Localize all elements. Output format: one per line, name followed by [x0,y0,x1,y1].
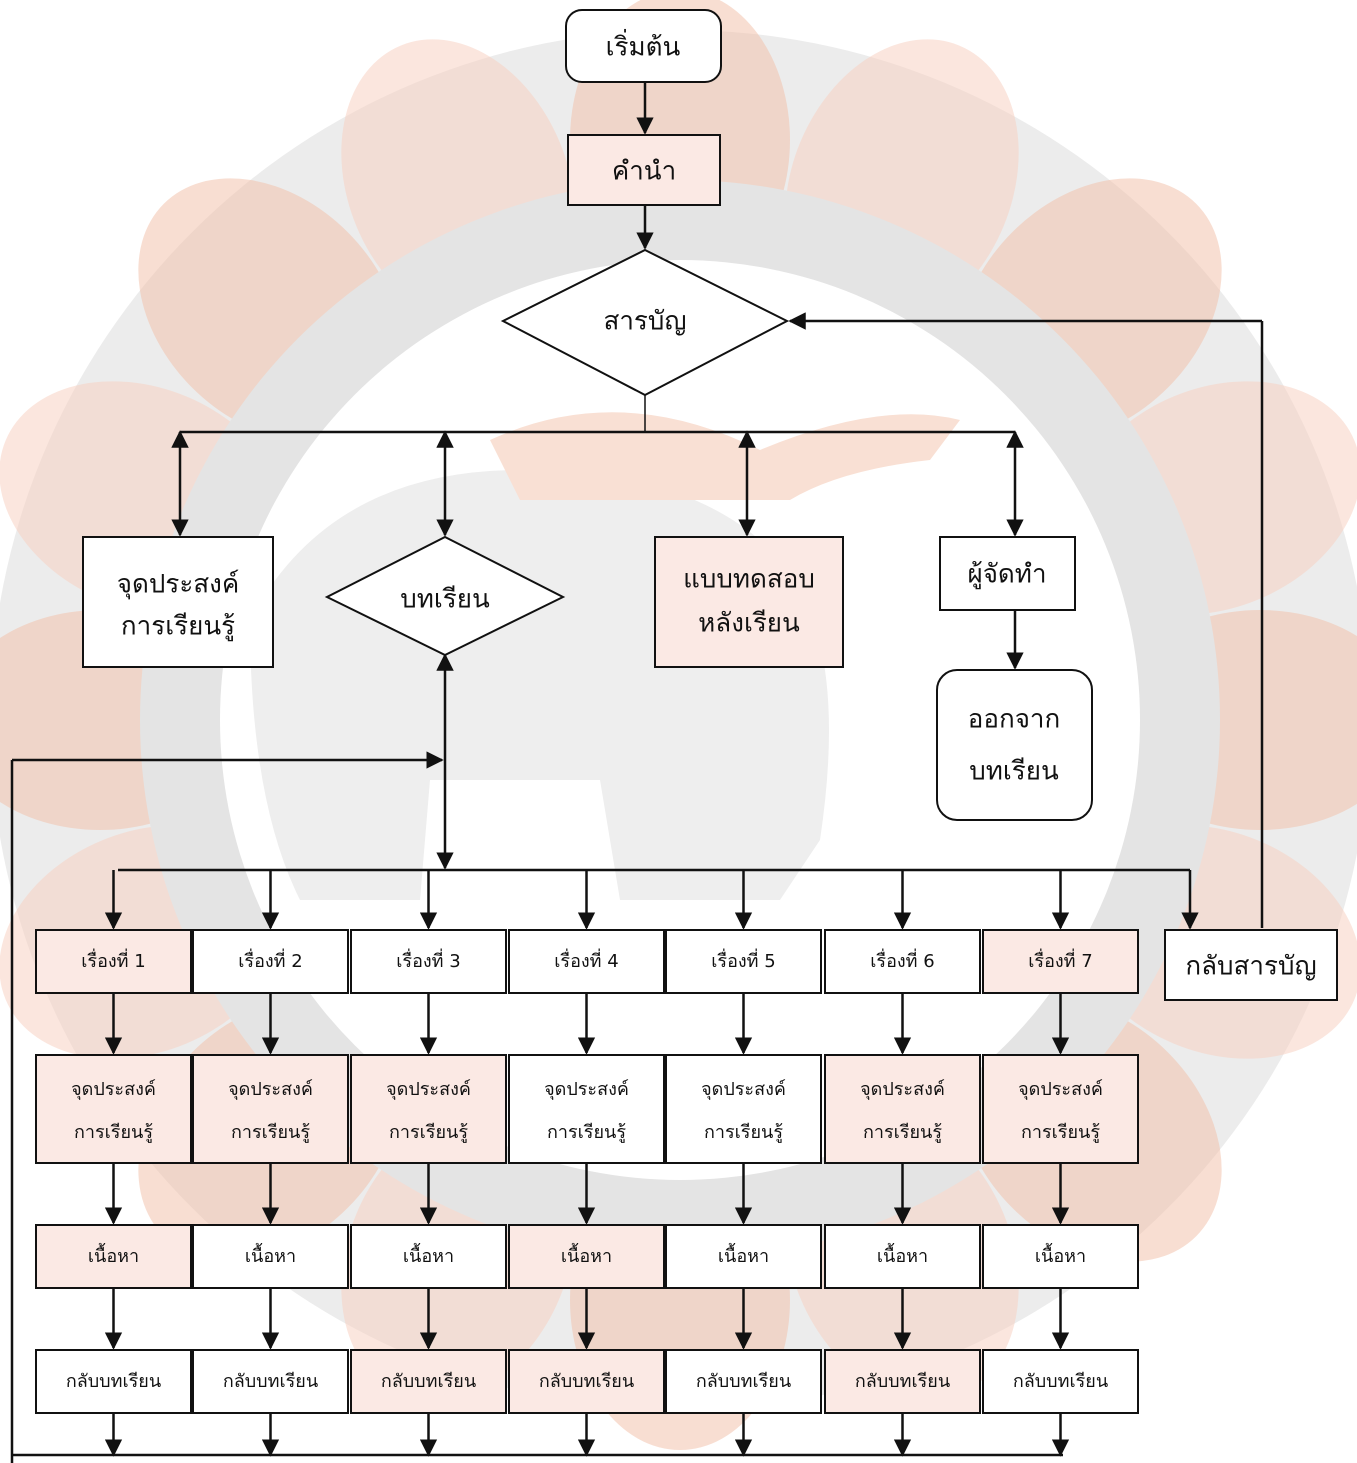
topic-4-label: เรื่องที่ 4 [554,948,618,972]
topic-2-objectives-line-2: การเรียนรู้ [231,1122,310,1143]
exit-node[interactable]: ออกจาก บทเรียน [936,669,1093,821]
topic-6-content-label: เนื้อหา [877,1243,928,1267]
topic-5-objectives-line-2: การเรียนรู้ [704,1122,783,1143]
lesson-decision[interactable]: บทเรียน [324,535,566,657]
topic-7-content-node[interactable] [982,1224,1139,1289]
topic-6-back-to-lesson-node[interactable] [824,1349,981,1414]
topic-1-label: เรื่องที่ 1 [81,948,145,972]
topic-5-content-node[interactable] [665,1224,822,1289]
topic-1-objectives-line-1: จุดประสงค์ [71,1079,156,1100]
topic-7-node[interactable] [982,929,1139,994]
topic-3-node[interactable] [350,929,507,994]
intro-node[interactable]: คำนำ [567,134,721,206]
topic-6-objectives-line-2: การเรียนรู้ [863,1122,942,1143]
topic-column-7: เรื่องที่ 7 จุดประสงค์การเรียนรู้เนื้อหาก… [982,929,1139,1414]
flowchart-connectors [10,82,1264,1463]
topic-column-6: เรื่องที่ 6 จุดประสงค์การเรียนรู้เนื้อหาก… [824,929,981,1414]
topic-6-label: เรื่องที่ 6 [870,948,934,972]
topic-7-back-to-lesson-label: กลับบทเรียน [1013,1371,1108,1392]
topic-column-3: เรื่องที่ 3 จุดประสงค์การเรียนรู้เนื้อหาก… [350,929,507,1414]
topic-3-objectives-node[interactable] [350,1054,507,1164]
topic-7-label: เรื่องที่ 7 [1028,948,1092,972]
topic-5-label: เรื่องที่ 5 [711,948,775,972]
posttest-line-2: หลังเรียน [698,609,800,639]
topic-4-content-label: เนื้อหา [561,1243,612,1267]
author-label: ผู้จัดทำ [967,560,1046,590]
objectives-line-2: การเรียนรู้ [121,612,235,642]
topic-6-back-to-lesson-label: กลับบทเรียน [855,1371,950,1392]
topic-5-objectives-node[interactable] [665,1054,822,1164]
toc-label: สารบัญ [603,307,686,337]
exit-line-2: บทเรียน [969,757,1059,787]
posttest-node[interactable]: แบบทดสอบ หลังเรียน [654,536,844,668]
topic-4-back-to-lesson-node[interactable] [508,1349,665,1414]
topic-4-back-to-lesson-label: กลับบทเรียน [539,1371,634,1392]
topic-1-node[interactable] [35,929,192,994]
posttest-line-1: แบบทดสอบ [683,565,815,595]
topic-2-objectives-node[interactable] [192,1054,349,1164]
objectives-node[interactable]: จุดประสงค์ การเรียนรู้ [82,536,274,668]
back-to-toc-node[interactable]: กลับสารบัญ [1164,929,1338,1001]
toc-decision[interactable]: สารบัญ [500,248,790,397]
topic-2-content-label: เนื้อหา [245,1243,296,1267]
topic-7-objectives-node[interactable] [982,1054,1139,1164]
topic-5-content-label: เนื้อหา [718,1243,769,1267]
topic-4-node[interactable] [508,929,665,994]
start-label: เริ่มต้น [606,29,681,63]
topic-4-objectives-line-1: จุดประสงค์ [544,1079,629,1100]
topic-2-back-to-lesson-label: กลับบทเรียน [223,1371,318,1392]
topic-6-content-node[interactable] [824,1224,981,1289]
topic-3-label: เรื่องที่ 3 [396,948,460,972]
topic-1-content-label: เนื้อหา [88,1243,139,1267]
topic-1-objectives-node[interactable] [35,1054,192,1164]
topic-column-2: เรื่องที่ 2 จุดประสงค์การเรียนรู้เนื้อหาก… [192,929,349,1414]
topic-6-objectives-node[interactable] [824,1054,981,1164]
topic-2-content-node[interactable] [192,1224,349,1289]
topic-3-content-label: เนื้อหา [403,1243,454,1267]
topic-1-back-to-lesson-node[interactable] [35,1349,192,1414]
topic-2-label: เรื่องที่ 2 [238,948,302,972]
topic-3-back-to-lesson-node[interactable] [350,1349,507,1414]
topic-6-node[interactable] [824,929,981,994]
topic-1-objectives-line-2: การเรียนรู้ [74,1122,153,1143]
topic-4-objectives-line-2: การเรียนรู้ [547,1122,626,1143]
topic-5-objectives-line-1: จุดประสงค์ [701,1079,786,1100]
topic-1-content-node[interactable] [35,1224,192,1289]
objectives-line-1: จุดประสงค์ [117,570,240,600]
topic-3-objectives-line-2: การเรียนรู้ [389,1122,468,1143]
topic-columns: เรื่องที่ 1จุดประสงค์การเรียนรู้เนื้อหาก… [35,929,1139,1414]
topic-5-node[interactable] [665,929,822,994]
topic-6-objectives-line-1: จุดประสงค์ [860,1079,945,1100]
topic-5-back-to-lesson-node[interactable] [665,1349,822,1414]
topic-7-objectives-line-1: จุดประสงค์ [1018,1079,1103,1100]
topic-4-content-node[interactable] [508,1224,665,1289]
topic-column-4: เรื่องที่ 4 จุดประสงค์การเรียนรู้เนื้อหาก… [508,929,665,1414]
topic-5-back-to-lesson-label: กลับบทเรียน [696,1371,791,1392]
exit-line-1: ออกจาก [968,705,1061,735]
topic-4-objectives-node[interactable] [508,1054,665,1164]
topic-column-1: เรื่องที่ 1 จุดประสงค์การเรียนรู้เนื้อหาก… [35,929,192,1414]
topic-2-node[interactable] [192,929,349,994]
author-node[interactable]: ผู้จัดทำ [939,536,1076,611]
topic-3-back-to-lesson-label: กลับบทเรียน [381,1371,476,1392]
topic-7-content-label: เนื้อหา [1035,1243,1086,1267]
topic-3-objectives-line-1: จุดประสงค์ [386,1079,471,1100]
topic-2-objectives-line-1: จุดประสงค์ [228,1079,313,1100]
topic-7-objectives-line-2: การเรียนรู้ [1021,1122,1100,1143]
back-to-toc-label: กลับสารบัญ [1185,952,1316,982]
topic-column-5: เรื่องที่ 5 จุดประสงค์การเรียนรู้เนื้อหาก… [665,929,822,1414]
start-node[interactable]: เริ่มต้น [565,9,722,83]
lesson-label: บทเรียน [400,585,490,615]
intro-label: คำนำ [612,157,676,187]
topic-7-back-to-lesson-node[interactable] [982,1349,1139,1414]
topic-2-back-to-lesson-node[interactable] [192,1349,349,1414]
topic-3-content-node[interactable] [350,1224,507,1289]
topic-1-back-to-lesson-label: กลับบทเรียน [66,1371,161,1392]
